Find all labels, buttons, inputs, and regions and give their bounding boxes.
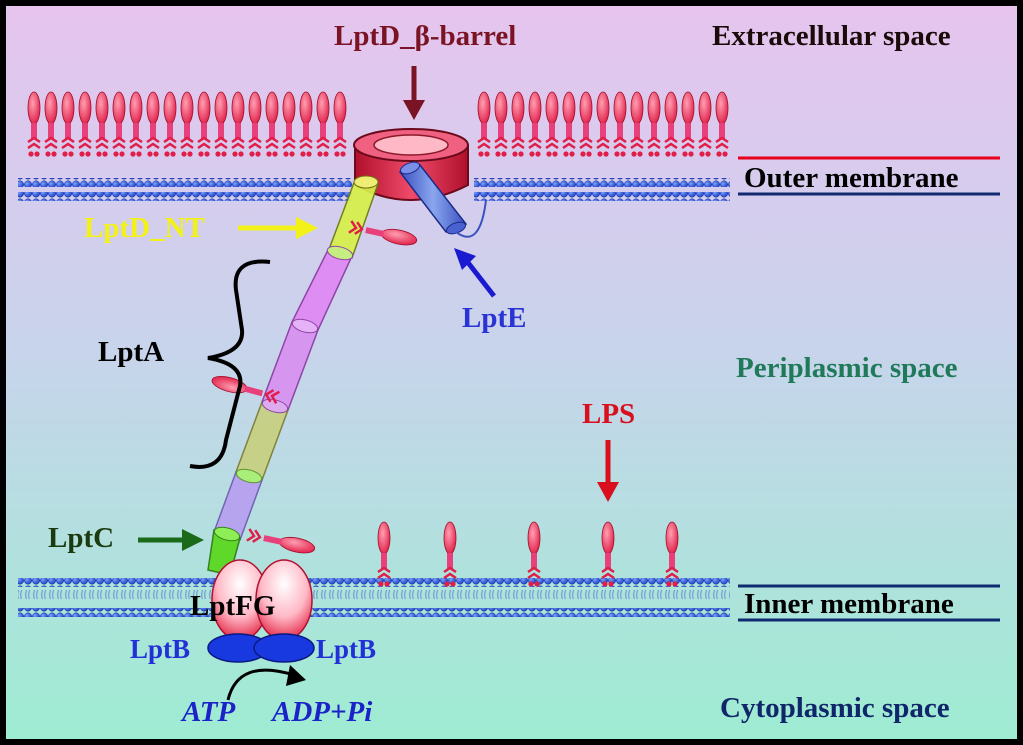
lps-outer-leaflet [630,91,644,157]
lps-outer-leaflet [528,91,542,157]
lps-outer-leaflet [231,91,245,157]
lps-outer-leaflet [214,91,228,157]
lps-outer-leaflet [163,91,177,157]
label-periplasmic-space: Periplasmic space [736,352,958,384]
atp-hydrolysis-arrow [226,665,306,701]
lps-outer-leaflet [282,91,296,157]
label-lptc: LptC [48,522,115,554]
arrow-lptd-barrel [403,66,425,120]
lps-outer-leaflet [596,91,610,157]
label-inner-membrane: Inner membrane [744,588,954,620]
label-lptfg: LptFG [190,590,276,622]
lps-outer-leaflet [180,91,194,157]
lps-outer-leaflet [545,91,559,157]
inner-membrane [18,578,730,617]
lps-outer-leaflet [477,91,491,157]
lps-outer-leaflet [698,91,712,157]
lps-in-transit [211,220,418,554]
lps-outer-leaflet [562,91,576,157]
lpta-brace [189,259,271,469]
lps-outer-leaflet [647,91,661,157]
lps-outer-leaflet [78,91,92,157]
label-atp: ATP [182,696,236,728]
arrow-lptc [138,529,204,551]
lps-outer-leaflet [316,91,330,157]
label-lpta: LptA [98,336,165,368]
label-lptb-right: LptB [316,634,377,664]
lps-outer-leaflet [146,91,160,157]
arrow-lpte [454,248,496,298]
lps-outer-leaflet [265,91,279,157]
arrow-lps [597,440,619,502]
label-lps: LPS [582,398,636,430]
lps-transit-molecule [348,220,418,246]
lps-outer-leaflet [197,91,211,157]
lps-outer-leaflet [129,91,143,157]
lps-outer-leaflet [95,91,109,157]
lps-outer-leaflet [44,91,58,157]
lps-outer-leaflet [579,91,593,157]
lps-inner-leaflet [377,521,391,587]
lptb-dimer [207,633,315,663]
lps-inner-leaflet [601,521,615,587]
lps-transit-molecule [246,528,316,554]
lps-outer-leaflet [494,91,508,157]
arrow-lptd-nt [238,217,318,239]
lps-outer-leaflet [681,91,695,157]
lps-outer-leaflet [27,91,41,157]
lps-outer-leaflet [248,91,262,157]
lps-outer-leaflet [61,91,75,157]
lpte-protein [398,161,487,238]
outer-membrane [18,91,730,201]
lps-outer-leaflet [613,91,627,157]
lps-outer-leaflet [511,91,525,157]
lps-inner-membrane [377,521,679,587]
label-lptb-left: LptB [130,634,191,664]
label-lptd-nt: LptD_NT [84,212,205,244]
lps-inner-leaflet [665,521,679,587]
label-lptd-barrel: LptD_β-barrel [334,20,517,52]
label-cytoplasmic-space: Cytoplasmic space [720,692,950,724]
label-extracellular-space: Extracellular space [712,20,951,52]
label-outer-membrane: Outer membrane [744,162,959,194]
lps-outer-leaflet [715,91,729,157]
lps-inner-leaflet [443,521,457,587]
lps-inner-leaflet [527,521,541,587]
lps-outer-leaflet [333,91,347,157]
label-lpte: LptE [462,302,527,334]
lps-outer-leaflet [664,91,678,157]
lps-outer-leaflet [112,91,126,157]
label-adp-pi: ADP+Pi [272,696,373,728]
lps-outer-leaflet [299,91,313,157]
